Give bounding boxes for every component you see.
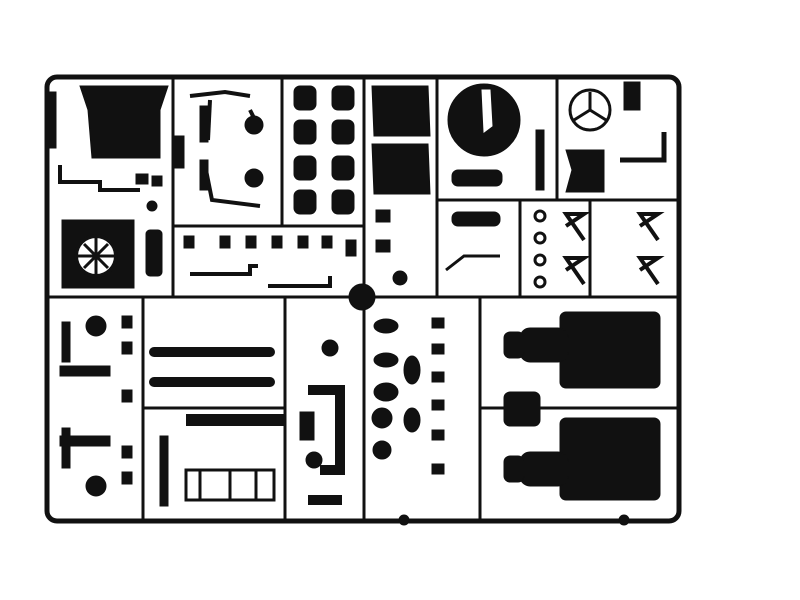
fifth-wheel-slot <box>481 89 493 133</box>
sprue-gate <box>348 283 376 311</box>
tank-half-bottom <box>371 143 431 195</box>
knob-a <box>146 200 158 212</box>
star-emblem-points <box>573 92 607 122</box>
exhaust-pipe-part <box>620 132 667 163</box>
arm-b <box>199 159 209 191</box>
knob-c <box>321 339 339 357</box>
cylinder-part <box>451 169 503 187</box>
air-tanks <box>293 85 355 215</box>
fender-part <box>565 149 605 193</box>
crossmember-part-b <box>268 276 332 288</box>
peg-a <box>135 173 149 185</box>
pipe-part-a <box>58 165 140 192</box>
runner-nub-a <box>398 514 410 526</box>
radiator-cap <box>145 229 163 277</box>
joint-b <box>244 168 264 188</box>
bolt-column <box>431 317 445 475</box>
spring-parts <box>562 212 665 286</box>
mudflap-part <box>299 411 315 441</box>
joint-a <box>244 115 264 135</box>
bent-exhaust-part <box>308 385 345 475</box>
peg-d <box>375 239 391 253</box>
side-bar-part <box>47 91 57 149</box>
tank-half-top <box>371 85 431 137</box>
rod-part-b <box>159 435 169 507</box>
axle-arm-top <box>59 315 111 377</box>
gearbox-part <box>503 391 541 427</box>
hose-part <box>445 254 500 272</box>
fan-blades <box>78 238 114 274</box>
seat-part <box>79 85 169 159</box>
step-frame-part <box>184 468 276 502</box>
peg-c <box>375 209 391 223</box>
star-emblem-icon <box>568 88 612 132</box>
small-block-part <box>171 135 185 169</box>
pulley-parts <box>371 318 421 460</box>
bracket-row <box>183 235 357 257</box>
crossmember-part <box>190 264 258 276</box>
small-cyl-part <box>451 211 501 227</box>
peg-b <box>151 175 163 187</box>
rod-part <box>535 129 545 191</box>
axle-arm-bottom <box>59 427 111 497</box>
washer-column <box>533 209 547 289</box>
knob-d <box>305 451 323 469</box>
runner-nub-b <box>618 514 630 526</box>
engine-block-bottom <box>503 417 661 501</box>
runner-grid <box>47 79 679 520</box>
sprue-frame <box>44 74 682 524</box>
arm-a <box>199 105 209 143</box>
peg-column <box>121 315 133 485</box>
engine-block-top <box>503 311 661 389</box>
mirror-part <box>623 81 641 111</box>
knob-b <box>392 270 408 286</box>
